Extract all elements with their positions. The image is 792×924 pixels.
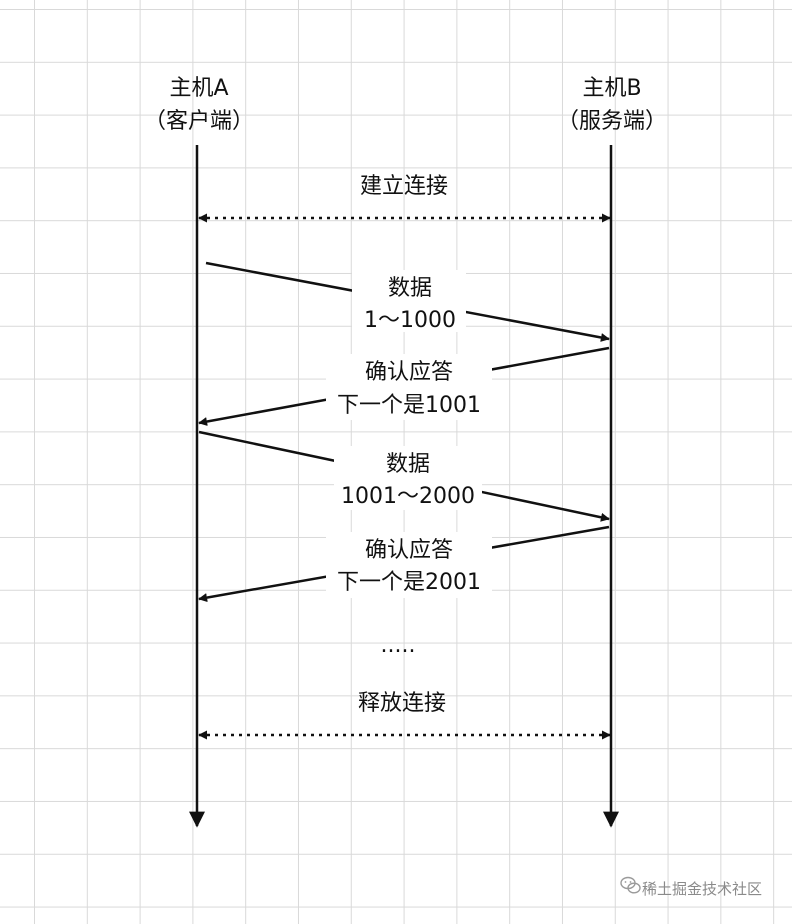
- message-4-label-bg: [326, 532, 492, 598]
- message-4-line1: 确认应答: [365, 538, 453, 563]
- message-1-line2: 1～1000: [364, 308, 456, 333]
- message-1-label-bg: [352, 270, 466, 332]
- message-2-line2: 下一个是1001: [337, 393, 481, 418]
- message-2-line1: 确认应答: [365, 360, 453, 385]
- establish-label: 建立连接: [360, 174, 448, 199]
- host-a-role: （客户端）: [144, 109, 254, 134]
- message-2-label-bg: [326, 354, 492, 420]
- ellipsis: .....: [381, 633, 416, 658]
- message-3-line1: 数据: [386, 452, 430, 477]
- wechat-icon: [620, 876, 641, 894]
- host-a-name: 主机A: [169, 76, 228, 101]
- message-1-line1: 数据: [388, 276, 432, 301]
- host-b-name: 主机B: [582, 76, 641, 101]
- message-3-label-bg: [334, 446, 482, 510]
- release-label: 释放连接: [358, 691, 446, 716]
- message-3-line2: 1001～2000: [341, 484, 475, 509]
- host-b-role: （服务端）: [557, 109, 667, 134]
- watermark-text: 稀土掘金技术社区: [642, 880, 762, 898]
- message-4-line2: 下一个是2001: [337, 570, 481, 595]
